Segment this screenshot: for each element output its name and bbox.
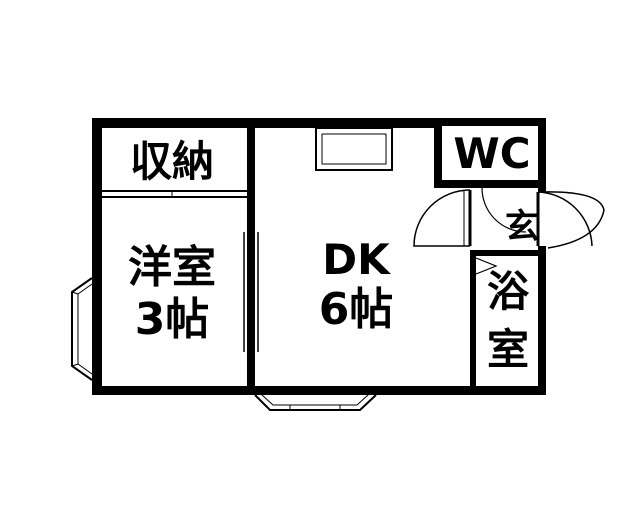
dk-door — [413, 189, 472, 247]
outer-walls — [92, 118, 546, 395]
entrance-door — [536, 191, 605, 249]
room-sliding-door — [243, 232, 259, 352]
closet-sliding-door — [102, 190, 247, 198]
wc-label: WC — [453, 129, 530, 178]
closet-label: 収納 — [130, 137, 214, 186]
bath-label-top: 浴 — [487, 267, 530, 316]
interior-walls — [247, 118, 546, 395]
entrance-label: 玄 — [505, 207, 539, 247]
bath-door — [475, 257, 498, 275]
western-room-size: 3帖 — [135, 294, 210, 345]
western-room-name: 洋室 — [128, 242, 216, 293]
wc-door — [481, 187, 527, 233]
dk-size: 6帖 — [319, 284, 394, 335]
bay-window-left — [71, 277, 93, 381]
dk-name: DK — [322, 235, 391, 284]
kitchen-sink — [315, 127, 393, 171]
bay-window-bottom — [254, 394, 377, 411]
bath-label-bottom: 室 — [487, 325, 529, 374]
